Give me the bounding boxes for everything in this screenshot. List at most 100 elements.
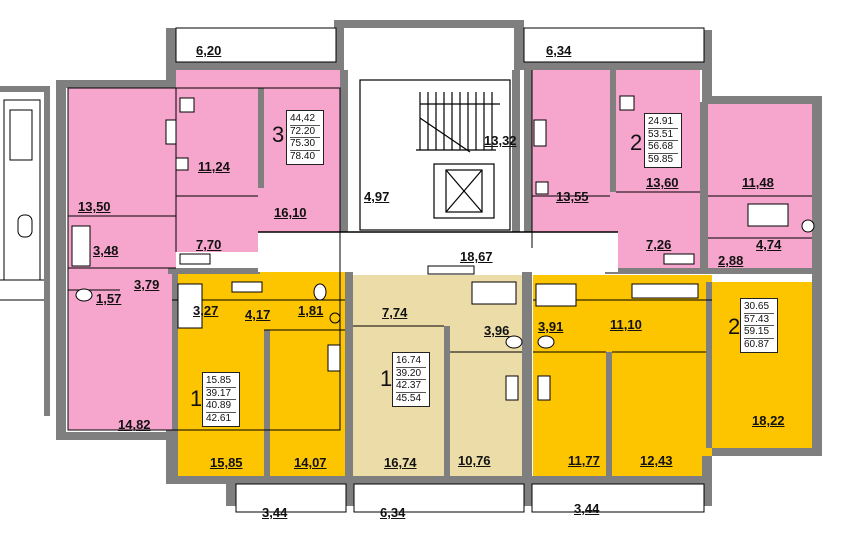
area-label-hall-b: 7,74 (382, 305, 408, 320)
area-label-liv-y2: 18,22 (752, 413, 785, 428)
apt2-bottom-area-living: 30.65 (744, 301, 774, 314)
apt2-bottom-area-total-loggia: 59.15 (744, 326, 774, 339)
walls (0, 20, 822, 506)
apt3-fill (68, 70, 340, 430)
area-label-wc-right: 4,74 (756, 237, 782, 252)
area-label-corridor: 18,67 (460, 249, 493, 264)
apt2-bottom-area-total: 57.43 (744, 314, 774, 326)
lift-shaft (433, 163, 495, 219)
apartment-3-room-fills (68, 70, 340, 430)
lift-car (445, 169, 483, 213)
apt2-bottom-area-card: 30.65 57.43 59.15 60.87 (740, 298, 778, 353)
stove-y1 (327, 344, 341, 372)
area-label-hall-y2: 11,10 (610, 317, 642, 332)
apt1-left-area-total-balcony: 42.61 (206, 412, 232, 424)
apartment-2-top-fills (532, 70, 812, 270)
bathtub-y1 (177, 283, 203, 329)
bathtub-left (71, 225, 91, 267)
vent-7 (619, 95, 635, 111)
stair-lift-core (359, 79, 511, 231)
area-label-kitchen-left: 16,10 (274, 205, 307, 220)
area-label-liv-right-a: 13,55 (556, 189, 589, 204)
area-label-liv-right-b: 13,60 (646, 175, 679, 190)
apt2-top-area-total: 53.51 (648, 129, 678, 141)
area-label-bath-y2: 3,91 (538, 319, 564, 334)
apt1-left-area-living: 15.85 (206, 375, 236, 388)
apt1-left-area-total-loggia: 40.89 (206, 400, 236, 413)
gas-meter (329, 312, 341, 324)
vent-3 (663, 253, 695, 265)
area-label-liv-left: 13,50 (78, 199, 111, 214)
area-label-bal-bottom-left: 3,44 (262, 505, 288, 520)
toilet-1 (75, 288, 93, 302)
vent-6 (179, 97, 195, 113)
hob-left (165, 119, 177, 145)
apt1-left-room-count: 1 (190, 386, 203, 411)
apt3-area-total-loggia: 75.30 (290, 138, 320, 151)
stove-y2 (537, 375, 551, 401)
area-label-hall-left2: 3,79 (134, 277, 160, 292)
area-label-bath-b: 3,96 (484, 323, 510, 338)
area-label-wc-left: 3,48 (93, 243, 119, 258)
area-label-rm-far-right: 11,48 (742, 175, 774, 190)
apt1-mid-area-total: 39.20 (396, 368, 426, 380)
area-label-hall-left: 7,70 (196, 237, 222, 252)
area-label-wc-left2: 1,57 (96, 291, 122, 306)
fixtures (71, 95, 815, 401)
apt3-area-total: 72.20 (290, 126, 320, 138)
apt2-top-room-count: 2 (630, 130, 643, 155)
area-label-balcony-top-left: 6,20 (196, 43, 222, 58)
area-label-hall-y1: 4,17 (245, 307, 271, 322)
left-annex (0, 99, 44, 301)
apt1-mid-fill (353, 275, 522, 476)
room-outlines (67, 70, 812, 431)
vent-1 (179, 253, 211, 265)
apt3-room-count: 3 (272, 122, 285, 147)
stove-b (505, 375, 519, 401)
area-label-room-left-bottom: 14,82 (118, 417, 151, 432)
area-label-bath-top-left: 11,24 (198, 159, 230, 174)
sink-left (175, 157, 189, 171)
corridor (258, 232, 618, 272)
area-label-bal-bottom-mid: 6,34 (380, 505, 406, 520)
apt2-top-area-living: 24.91 (648, 116, 678, 129)
bathtub-right (747, 203, 789, 227)
apt1-mid-area-card: 16.74 39.20 42.37 45.54 (392, 352, 430, 407)
apt2-top-fill (532, 70, 812, 270)
hob-right (533, 119, 547, 147)
apt2-top-area-card: 24.91 53.51 56.68 59.85 (644, 113, 682, 168)
area-label-liv-b: 16,74 (384, 455, 417, 470)
bathtub-b (471, 281, 517, 305)
apt3-area-card: 44,42 72.20 75.30 78.40 (286, 110, 324, 165)
vent-5 (427, 265, 475, 275)
apt1-mid-area-total-balcony: 45.54 (396, 392, 422, 404)
apt2-bottom-area-total-balcony: 60.87 (744, 338, 770, 350)
area-label-kit-y2: 11,77 (568, 453, 600, 468)
bathtub-y2 (535, 283, 577, 307)
area-label-wc-y1: 1,81 (298, 303, 324, 318)
apt1-left-area-total: 39.17 (206, 388, 236, 400)
apt2-top-area-total-loggia: 56.68 (648, 141, 678, 154)
vent-2 (231, 281, 263, 293)
sink-right (535, 181, 549, 195)
area-label-balcony-top-right: 6,34 (546, 43, 572, 58)
area-label-kit-b: 10,76 (458, 453, 491, 468)
toilet-4 (505, 335, 523, 349)
area-label-bal-bottom-right: 3,44 (574, 501, 600, 516)
area-label-liv-y1: 15,85 (210, 455, 243, 470)
area-label-kit-y1: 14,07 (294, 455, 327, 470)
area-label-lift-area: 4,97 (364, 189, 390, 204)
toilet-3 (801, 219, 815, 233)
apt3-area-living: 44,42 (290, 113, 320, 126)
area-label-stair: 13,32 (484, 133, 517, 148)
apt2-bottom-room-count: 2 (728, 314, 741, 339)
toilet-5 (537, 335, 555, 349)
apt1-mid-area-living: 16.74 (396, 355, 426, 368)
balconies (175, 27, 705, 513)
area-label-bal-right: 2,88 (718, 253, 744, 268)
apt1-left-area-card: 15.85 39.17 40.89 42.61 (202, 372, 240, 427)
area-label-bath-y1: 3,27 (193, 303, 219, 318)
toilet-2 (313, 283, 327, 301)
apartment-1-mid-fills (353, 275, 522, 476)
area-label-hall-right: 7,26 (646, 237, 672, 252)
